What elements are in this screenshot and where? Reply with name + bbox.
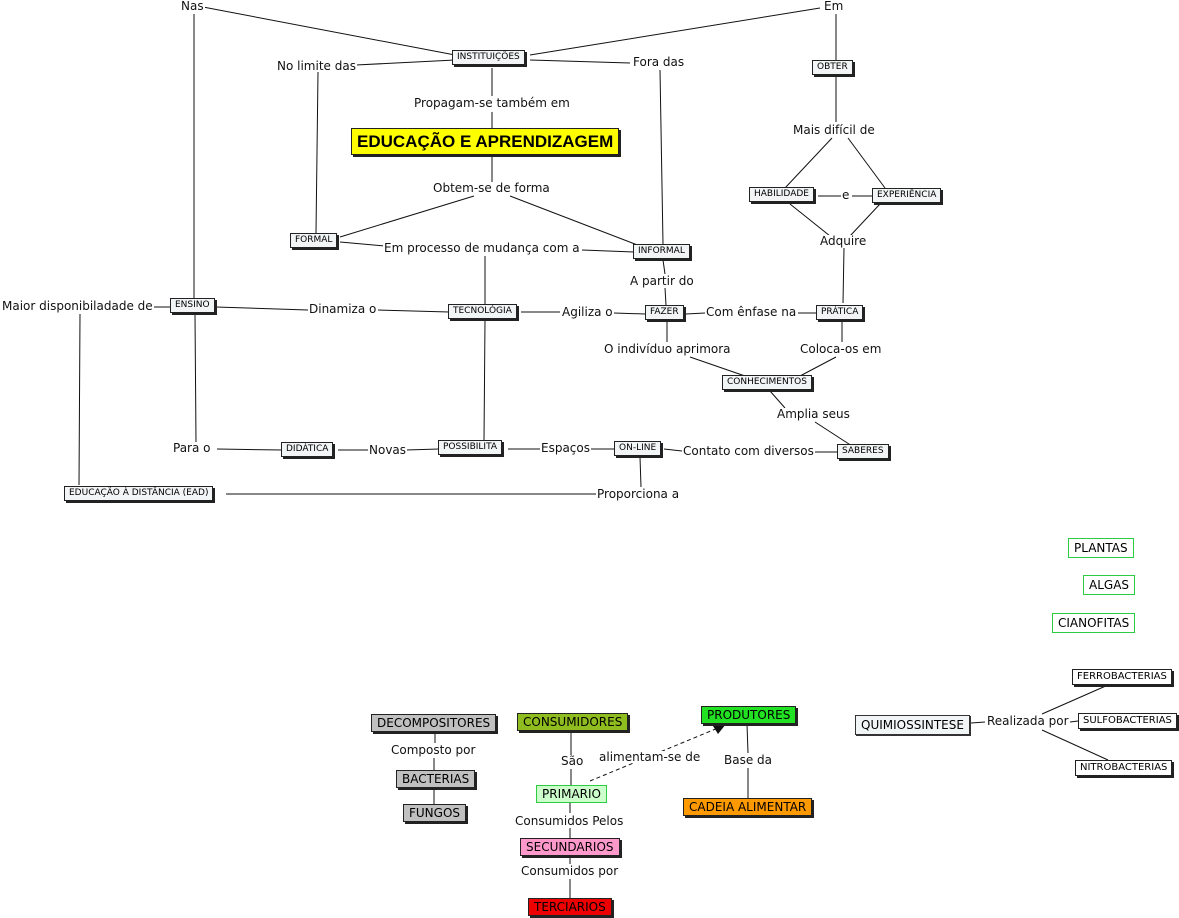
concept-decompositores[interactable]: DECOMPOSITORES: [371, 714, 497, 732]
concept-saberes[interactable]: SABERES: [837, 444, 889, 459]
link-consumidos-pelos: Consumidos Pelos: [514, 814, 625, 828]
concept-nitrobacterias[interactable]: NITROBACTERIAS: [1075, 760, 1173, 776]
link-agiliza: Agiliza o: [561, 305, 614, 319]
link-novas: Novas: [368, 443, 408, 457]
link-amplia: Amplia seus: [776, 407, 851, 421]
link-obtem: Obtem-se de forma: [432, 181, 551, 195]
concept-informal[interactable]: INFORMAL: [633, 244, 690, 259]
concept-instituicoes[interactable]: INSTITUIÇÕES: [452, 50, 525, 65]
link-propagam: Propagam-se também em: [413, 96, 571, 110]
concept-pratica[interactable]: PRÁTICA: [816, 305, 864, 320]
link-no-limite-das: No limite das: [276, 59, 357, 73]
link-em: Em: [823, 0, 845, 13]
link-adquire: Adquire: [819, 234, 868, 248]
link-em-processo: Em processo de mudança com a: [383, 241, 581, 255]
link-realizada-por: Realizada por: [986, 714, 1070, 728]
concept-consumidores[interactable]: CONSUMIDORES: [517, 713, 629, 731]
concept-formal[interactable]: FORMAL: [290, 233, 338, 248]
link-contato: Contato com diversos: [682, 444, 815, 458]
link-mais-dificil: Mais difícil de: [792, 123, 876, 137]
link-para-o: Para o: [172, 441, 212, 455]
link-composto-por: Composto por: [390, 743, 477, 757]
concept-online[interactable]: ON-LINE: [614, 441, 662, 456]
link-maior-disponibilidade: Maior disponibiladade de: [1, 299, 154, 313]
concept-produtores[interactable]: PRODUTORES: [701, 706, 797, 724]
concept-ferrobacterias[interactable]: FERROBACTERIAS: [1072, 669, 1172, 685]
concept-sulfobacterias[interactable]: SULFOBACTERIAS: [1078, 713, 1177, 729]
concept-fungos[interactable]: FUNGOS: [403, 804, 467, 822]
link-o-individuo: O indivíduo aprimora: [603, 342, 732, 356]
concept-bacterias[interactable]: BACTERIAS: [396, 770, 476, 788]
link-alimentam: alimentam-se de: [598, 750, 702, 764]
link-espacos: Espaços: [540, 441, 591, 455]
concept-quimiossintese[interactable]: QUIMIOSSINTESE: [855, 715, 970, 735]
link-com-enfase: Com ênfase na: [705, 305, 798, 319]
concept-ead[interactable]: EDUCAÇÃO À DISTÂNCIA (EAD): [64, 486, 214, 501]
link-base-da: Base da: [723, 753, 774, 767]
concept-algas[interactable]: ALGAS: [1083, 575, 1136, 595]
link-coloca-os: Coloca-os em: [799, 342, 883, 356]
concept-cianofitas[interactable]: CIANOFITAS: [1052, 613, 1136, 633]
link-consumidos-por: Consumidos por: [520, 864, 620, 878]
concept-terciarios[interactable]: TERCIARIOS: [528, 898, 612, 916]
main-topic[interactable]: EDUCAÇÃO E APRENDIZAGEM: [351, 128, 620, 155]
concept-habilidade[interactable]: HABILIDADE: [749, 187, 814, 202]
concept-didatica[interactable]: DIDÁTICA: [281, 442, 334, 457]
concept-tecnologia[interactable]: TECNOLÓGIA: [448, 304, 517, 319]
concept-secundarios[interactable]: SECUNDARIOS: [520, 838, 620, 856]
concept-obter[interactable]: OBTER: [812, 60, 853, 75]
concept-cadeia-alimentar[interactable]: CADEIA ALIMENTAR: [683, 798, 813, 816]
link-a-partir-do: A partir do: [629, 274, 695, 288]
link-dinamiza: Dinamiza o: [308, 302, 378, 316]
concept-possibilita[interactable]: POSSIBILITA: [438, 440, 503, 455]
concept-fazer[interactable]: FAZER: [645, 305, 684, 320]
link-sao: São: [560, 754, 585, 768]
concept-primario[interactable]: PRIMARIO: [536, 785, 607, 803]
concept-conhecimentos[interactable]: CONHECIMENTOS: [722, 375, 812, 390]
concept-ensino[interactable]: ENSINO: [170, 298, 215, 313]
link-fora-das: Fora das: [632, 55, 686, 69]
link-e: e: [841, 188, 851, 202]
link-nas: Nas: [180, 0, 205, 13]
concept-experiencia[interactable]: EXPERIÊNCIA: [872, 188, 942, 203]
concept-plantas[interactable]: PLANTAS: [1068, 538, 1134, 558]
link-proporciona: Proporciona a: [596, 487, 681, 501]
